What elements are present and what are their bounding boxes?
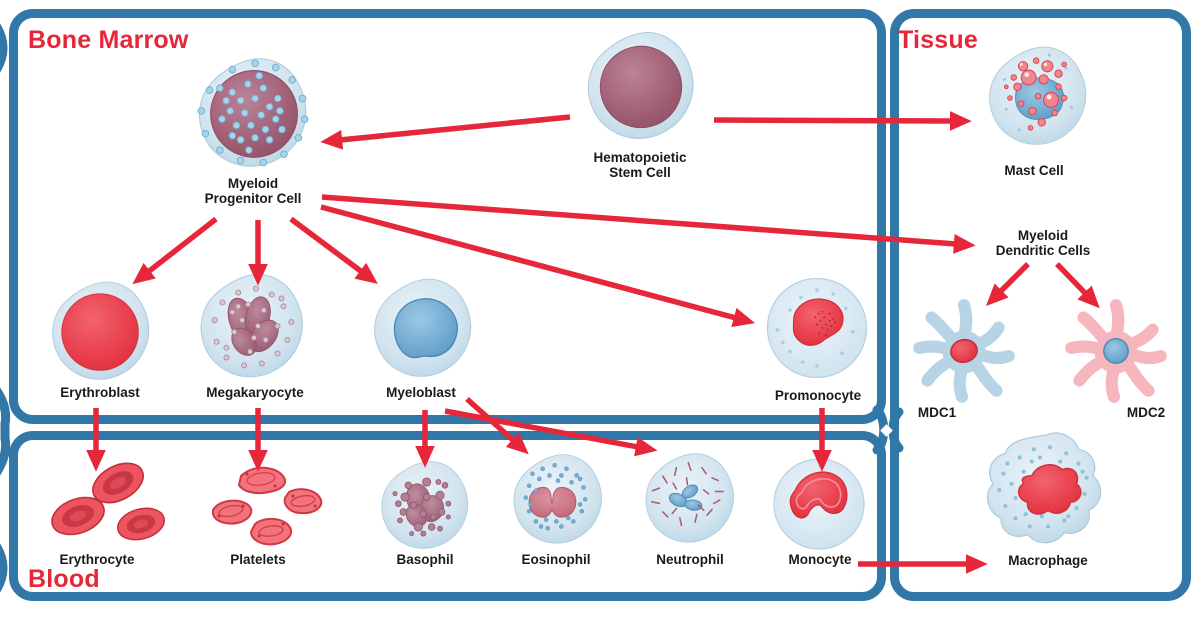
erythrocyte-cells [46,456,169,546]
bone-marrow-label: Bone Marrow [28,26,189,54]
basophil-label: Basophil [396,552,454,567]
nucleus [1017,464,1082,515]
nucleus-highlight [795,478,842,510]
platelet-inner-lines [218,472,316,537]
megakaryocyte-label: Megakaryocyte [206,385,304,400]
nucleus [393,298,458,359]
cytoplasm-dots [997,445,1089,529]
promonocyte-cell [766,277,868,379]
hematopoietic-stem-cell [587,32,694,139]
mast-cell-label: Mast Cell [1004,163,1064,178]
nucleus-speckles [814,310,836,337]
promonocyte-label: Promonocyte [774,388,862,403]
granule-dots [197,59,309,167]
nucleus [950,338,978,364]
platelet-speckles [217,472,317,538]
bilobed-nucleus [528,486,577,518]
monocyte-label: Monocyte [788,552,852,567]
myeloid-progenitor-cell [197,58,309,167]
small-dots [1002,53,1074,132]
granules [523,463,588,531]
blood-label: Blood [28,565,100,593]
platelet-cells [212,466,323,546]
macrophage-cell [986,432,1102,544]
eosinophil-label: Eosinophil [521,552,591,567]
erythroblast-label: Erythroblast [60,385,140,400]
rod-granules [650,461,724,527]
eosinophil-cell [513,454,602,544]
segmented-nucleus [668,484,703,511]
myeloblast-label: Myeloblast [386,385,456,400]
granule-dots [211,285,295,369]
myeloid-progenitor-label: Myeloid Progenitor Cell [204,176,302,207]
megakaryocyte-cell [200,273,303,378]
erythrocyte-label: Erythrocyte [59,552,135,567]
cytoplasm-dots [775,288,855,368]
neutrophil-label: Neutrophil [656,552,724,567]
tissue-box [890,9,1191,601]
mdc2-label: MDC2 [1126,405,1166,420]
mdc1-cell [913,299,1015,403]
granule-highlights [1019,62,1052,100]
nucleus [1103,338,1129,364]
myeloid-dendritic-cells-label: Myeloid Dendritic Cells [995,228,1091,259]
mast-cell [989,46,1087,145]
nucleus [792,298,844,346]
granules [392,477,452,537]
neutrophil-cell [645,453,734,543]
myeloblast-cell [374,278,472,377]
erythroblast-cell [52,281,150,380]
basophil-cell [381,461,469,549]
macrophage-label: Macrophage [1008,553,1088,568]
mdc1-label: MDC1 [917,405,957,420]
mdc2-cell [1065,299,1167,403]
monocyte-cell [773,458,865,550]
hsc-label: Hematopoietic Stem Cell [593,150,687,181]
tissue-label: Tissue [898,26,978,54]
platelets-label: Platelets [230,552,286,567]
